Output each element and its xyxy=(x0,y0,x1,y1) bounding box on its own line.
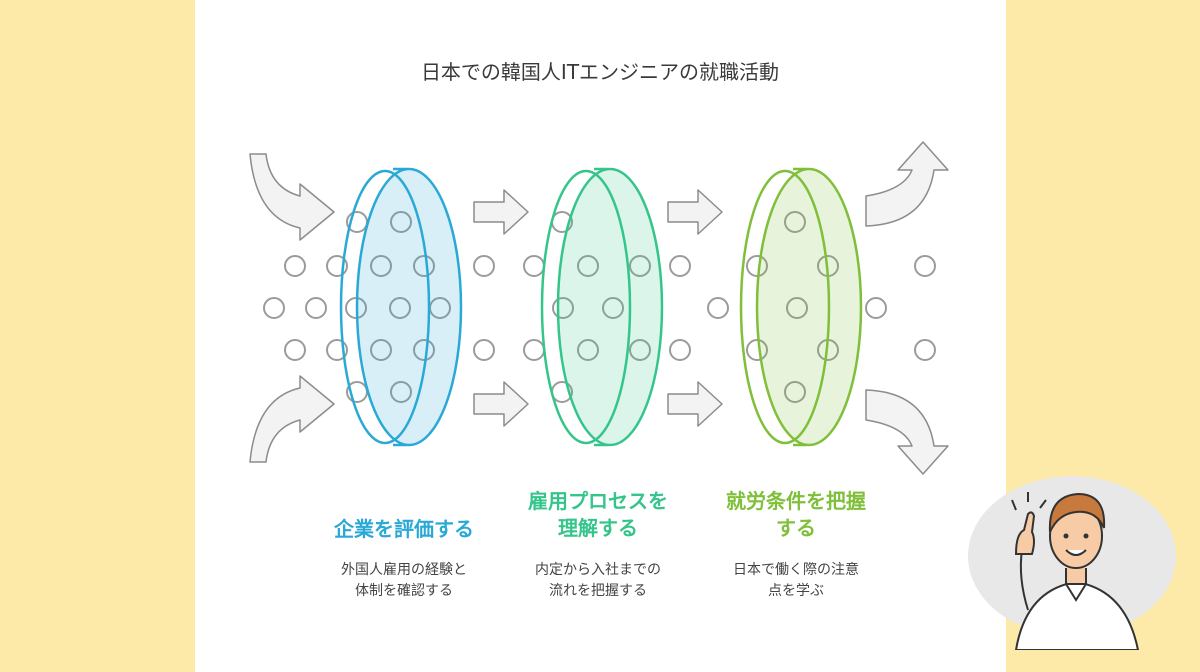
dot-2 xyxy=(284,255,306,277)
step-description-line: 日本で働く際の注意 xyxy=(733,562,859,578)
step-description-line: 内定から入社までの xyxy=(535,562,661,578)
dot-40 xyxy=(914,255,936,277)
filter-ring-icon-3 xyxy=(739,167,863,447)
step-title-line: 就労条件を把握 xyxy=(726,489,866,513)
dot-19 xyxy=(523,255,545,277)
dot-24 xyxy=(523,339,545,361)
curved-arrow-icon-in-top xyxy=(249,153,335,241)
dot-5 xyxy=(413,255,435,277)
arrow-right-icon-2 xyxy=(667,189,723,235)
dot-1 xyxy=(390,211,412,233)
dot-21 xyxy=(629,255,651,277)
arrow-right-icon-0 xyxy=(473,189,529,235)
dot-35 xyxy=(786,297,808,319)
step-title-line: する xyxy=(776,516,816,540)
step-description-line: 流れを把握する xyxy=(549,583,647,599)
dot-6 xyxy=(263,297,285,319)
dot-25 xyxy=(577,339,599,361)
curved-arrow-icon-out-bottom xyxy=(865,389,949,475)
dot-22 xyxy=(669,255,691,277)
step-title-1: 企業を評価する xyxy=(309,516,499,543)
filter-ring-icon-1 xyxy=(339,167,463,447)
dot-27 xyxy=(669,339,691,361)
left-side-panel xyxy=(0,0,195,672)
step-title-3: 就労条件を把握する xyxy=(701,488,891,542)
step-title-line: 雇用プロセスを xyxy=(528,489,668,513)
dot-20 xyxy=(577,255,599,277)
arrow-right-icon-3 xyxy=(667,381,723,427)
step-description-1: 外国人雇用の経験と体制を確認する xyxy=(309,560,499,602)
dot-37 xyxy=(746,339,768,361)
dot-18 xyxy=(473,255,495,277)
dot-36 xyxy=(865,297,887,319)
person-pointing-icon xyxy=(968,476,1176,650)
step-description-3: 日本で働く際の注意点を学ぶ xyxy=(701,560,891,602)
curved-arrow-icon-out-top xyxy=(865,141,949,227)
diagram-title: 日本での韓国人ITエンジニアの就職活動 xyxy=(420,60,780,84)
dot-39 xyxy=(784,381,806,403)
dot-29 xyxy=(602,297,624,319)
step-title-line: 企業を評価する xyxy=(334,517,474,541)
dot-11 xyxy=(284,339,306,361)
step-title-line: 理解する xyxy=(558,516,638,540)
step-title-2: 雇用プロセスを理解する xyxy=(503,488,693,542)
dot-4 xyxy=(370,255,392,277)
curved-arrow-icon-in-bottom xyxy=(249,375,335,463)
step-description-2: 内定から入社までの流れを把握する xyxy=(503,560,693,602)
dot-14 xyxy=(413,339,435,361)
dot-13 xyxy=(370,339,392,361)
step-description-line: 点を学ぶ xyxy=(768,583,824,599)
step-description-line: 体制を確認する xyxy=(355,583,453,599)
step-description-line: 外国人雇用の経験と xyxy=(341,562,467,578)
dot-23 xyxy=(473,339,495,361)
dot-41 xyxy=(914,339,936,361)
arrow-right-icon-1 xyxy=(473,381,529,427)
dot-34 xyxy=(707,297,729,319)
dot-31 xyxy=(784,211,806,233)
dot-7 xyxy=(305,297,327,319)
dot-16 xyxy=(390,381,412,403)
dot-9 xyxy=(389,297,411,319)
filter-ring-icon-2 xyxy=(540,167,664,447)
dot-26 xyxy=(629,339,651,361)
